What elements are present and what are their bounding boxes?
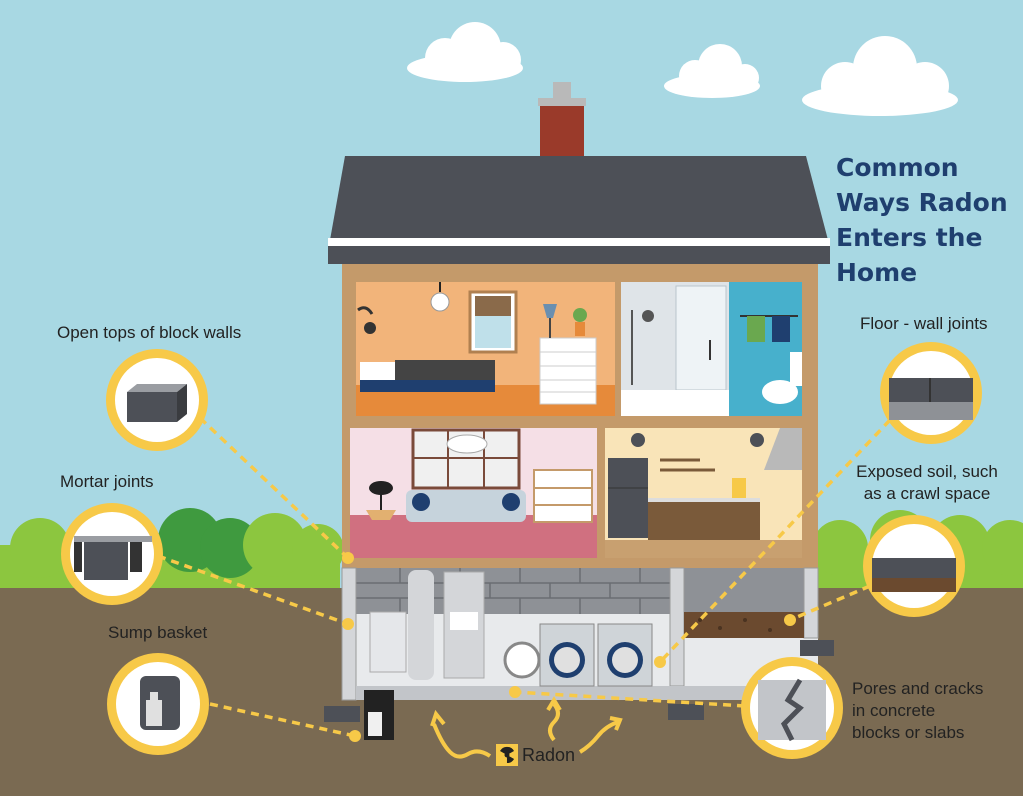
kitchen <box>605 428 802 558</box>
label-radon: Radon <box>522 745 576 765</box>
label-open-tops: Open tops of block walls <box>57 323 242 342</box>
title-line: Common <box>836 153 959 182</box>
label-line: as a crawl space <box>863 484 991 503</box>
cloud-icon <box>664 44 760 98</box>
mortar-joint-icon <box>61 503 163 605</box>
cloud-icon <box>407 22 523 82</box>
radiation-icon <box>496 744 518 766</box>
crawl-space-icon <box>863 515 965 617</box>
label-pores-cracks: Pores and cracks in concrete blocks or s… <box>852 678 983 744</box>
label-line: in concrete <box>852 701 936 720</box>
bedroom <box>356 282 615 416</box>
block-wall-icon <box>106 349 208 451</box>
label-floor-wall-joints: Floor - wall joints <box>860 314 988 333</box>
basement <box>324 567 834 740</box>
title-line: Ways Radon <box>836 188 1008 217</box>
floor-wall-joint-icon <box>880 342 982 444</box>
title-line: Enters the <box>836 223 983 252</box>
label-line: blocks or slabs <box>852 723 965 742</box>
living-room <box>350 428 597 558</box>
cloud-icon <box>802 36 958 116</box>
leader-lines <box>157 416 892 738</box>
crack-icon <box>741 657 843 759</box>
leader-dots <box>342 552 796 742</box>
label-exposed-soil: Exposed soil, such as a crawl space <box>843 461 1011 505</box>
roof <box>328 156 830 264</box>
diagram-title: Common Ways Radon Enters the Home <box>836 150 1016 290</box>
label-line: Pores and cracks <box>852 679 984 698</box>
label-sump-basket: Sump basket <box>108 623 208 642</box>
bathroom <box>621 282 802 416</box>
title-line: Home <box>836 258 918 287</box>
sump-basket-icon <box>107 653 209 755</box>
label-line: Exposed soil, such <box>856 462 998 481</box>
label-mortar-joints: Mortar joints <box>60 472 154 491</box>
radon-arrows <box>430 696 623 759</box>
